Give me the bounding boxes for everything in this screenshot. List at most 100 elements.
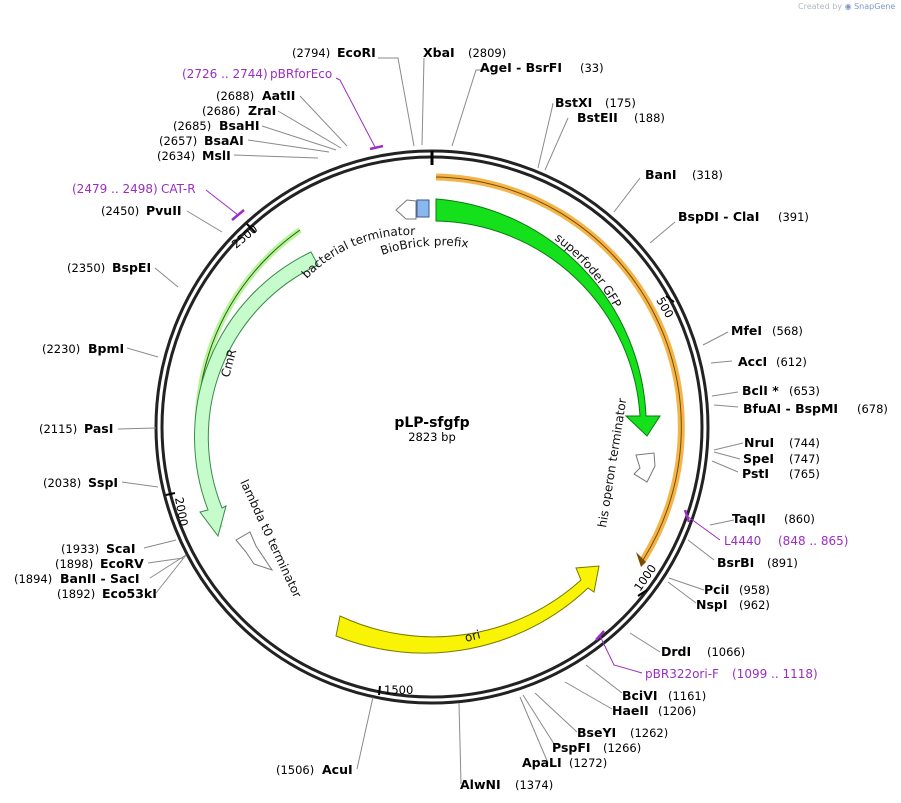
snapgene-watermark: Created by ◉ SnapGene — [798, 2, 895, 11]
tick-label-2000: 2000 — [172, 496, 191, 527]
enzyme-name: XbaI — [423, 45, 455, 60]
primer-labels: (2726 .. 2744) pBRforEco (2479 .. 2498) … — [72, 67, 848, 681]
enzyme-site[interactable]: BanI (318) — [645, 167, 723, 182]
enzyme-name: NspI — [696, 597, 728, 612]
enzyme-position: (1066) — [707, 645, 745, 659]
enzyme-name: BstXI — [555, 95, 592, 110]
enzyme-name: PstI — [742, 466, 769, 481]
enzyme-name: AatII — [262, 88, 295, 103]
enzyme-position: (1892) — [57, 587, 95, 601]
enzyme-position: (188) — [634, 111, 665, 125]
enzyme-site[interactable]: PstI (765) — [742, 466, 820, 481]
enzyme-site[interactable]: BfuAI - BspMI (678) — [743, 401, 888, 416]
enzyme-name: ZraI — [248, 103, 276, 118]
enzyme-position: (1374) — [515, 778, 553, 792]
enzyme-site[interactable]: BsrBI (891) — [717, 555, 798, 570]
enzyme-site[interactable]: SpeI (747) — [743, 451, 820, 466]
enzyme-name: BanI — [645, 167, 677, 182]
enzyme-position: (1262) — [630, 726, 668, 740]
enzyme-site[interactable]: AgeI - BsrFI (33) — [480, 60, 604, 75]
enzyme-site[interactable]: (2794) EcoRI — [292, 45, 376, 60]
enzyme-site[interactable]: BclI * (653) — [742, 383, 820, 398]
enzyme-name: MfeI — [731, 323, 762, 338]
enzyme-position: (860) — [784, 512, 815, 526]
enzyme-name: AgeI - BsrFI — [480, 60, 562, 75]
enzyme-position: (391) — [778, 210, 809, 224]
enzyme-site[interactable]: DrdI (1066) — [661, 644, 745, 659]
enzyme-site[interactable]: NruI (744) — [744, 435, 820, 450]
enzyme-site[interactable]: (2686) ZraI — [202, 103, 276, 118]
enzyme-site[interactable]: (1506) AcuI — [276, 762, 353, 777]
enzyme-site[interactable]: BseYI (1262) — [577, 725, 668, 740]
enzyme-position: (958) — [739, 583, 770, 597]
enzyme-site[interactable]: MfeI (568) — [731, 323, 803, 338]
enzyme-name: Eco53kI — [102, 586, 157, 601]
enzyme-position: (1894) — [14, 572, 52, 586]
enzyme-site[interactable]: (2350) BspEI — [67, 260, 151, 275]
enzyme-site[interactable]: (2657) BsaAI — [159, 133, 244, 148]
enzyme-name: AccI — [738, 354, 767, 369]
enzyme-site[interactable]: (2688) AatII — [216, 88, 295, 103]
primer-site[interactable]: (2726 .. 2744) pBRforEco — [182, 67, 332, 81]
enzyme-position: (2657) — [159, 134, 197, 148]
enzyme-site[interactable]: HaeII (1206) — [612, 703, 696, 718]
tick-label-1500: 1500 — [384, 683, 413, 697]
enzyme-site[interactable]: BstXI (175) — [555, 95, 636, 110]
enzyme-position: (2450) — [101, 204, 139, 218]
enzyme-name: PasI — [84, 421, 113, 436]
enzyme-position: (678) — [857, 402, 888, 416]
enzyme-site[interactable]: (2634) MslI — [157, 148, 231, 163]
enzyme-name: BstEII — [577, 110, 618, 125]
primer-site[interactable]: pBR322ori-F (1099 .. 1118) — [645, 667, 818, 681]
primer-name: L4440 — [724, 534, 761, 548]
enzyme-site[interactable]: (2038) SspI — [43, 475, 118, 490]
leader-lines — [117, 57, 744, 785]
enzyme-name: BseYI — [577, 725, 616, 740]
enzyme-position: (1898) — [55, 557, 93, 571]
enzyme-site[interactable]: PciI (958) — [704, 582, 770, 597]
enzyme-position: (1266) — [603, 741, 641, 755]
enzyme-site[interactable]: (2450) PvuII — [101, 203, 182, 218]
enzyme-site[interactable]: (1898) EcoRV — [55, 556, 144, 571]
enzyme-site[interactable]: (1933) ScaI — [61, 541, 136, 556]
feature-label-superfoder-gfp: superfoder GFP — [552, 231, 624, 311]
enzyme-name: HaeII — [612, 703, 649, 718]
enzyme-position: (962) — [739, 598, 770, 612]
enzyme-site[interactable]: BciVI (1161) — [622, 688, 706, 703]
plasmid-size: 2823 bp — [408, 430, 456, 444]
enzyme-site[interactable]: (2230) BpmI — [42, 341, 124, 356]
enzyme-position: (2794) — [292, 46, 330, 60]
enzyme-site[interactable]: AccI (612) — [738, 354, 807, 369]
enzyme-site[interactable]: (2115) PasI — [39, 421, 113, 436]
primer-site[interactable]: L4440 (848 .. 865) — [724, 534, 848, 548]
enzyme-position: (891) — [767, 556, 798, 570]
enzyme-site[interactable]: TaqII (860) — [732, 511, 815, 526]
enzyme-site[interactable]: (1892) Eco53kI — [57, 586, 157, 601]
enzyme-name: BsrBI — [717, 555, 754, 570]
enzyme-site[interactable]: ApaLI (1272) — [522, 755, 607, 770]
enzyme-site[interactable]: BstEII (188) — [577, 110, 665, 125]
enzyme-position: (1161) — [668, 689, 706, 703]
enzyme-site[interactable]: XbaI (2809) — [423, 45, 506, 60]
enzyme-name: BspDI - ClaI — [678, 209, 759, 224]
orange-region-arrowhead — [636, 552, 646, 567]
enzyme-site[interactable]: NspI (962) — [696, 597, 770, 612]
enzyme-site[interactable]: (2685) BsaHI — [173, 118, 260, 133]
primer-site[interactable]: (2479 .. 2498) CAT-R — [72, 182, 196, 196]
enzyme-name: BpmI — [88, 341, 124, 356]
enzyme-site[interactable]: (1894) BanII - SacI — [14, 571, 140, 586]
enzyme-position: (2350) — [67, 261, 105, 275]
enzyme-name: BfuAI - BspMI — [743, 401, 838, 416]
enzyme-name: BspEI — [112, 260, 151, 275]
feature-lambda-t0-terminator[interactable]: lambda t0 terminator — [235, 477, 304, 600]
enzyme-site[interactable]: PspFI (1266) — [552, 740, 641, 755]
feature-label-ori: ori — [463, 627, 482, 645]
enzyme-position: (747) — [789, 452, 820, 466]
scale-ticks — [165, 223, 675, 696]
enzyme-name: PspFI — [552, 740, 591, 755]
enzyme-site[interactable]: AlwNI (1374) — [460, 777, 553, 792]
feature-ori[interactable]: ori — [335, 565, 600, 654]
enzyme-position: (1206) — [658, 704, 696, 718]
enzyme-site[interactable]: BspDI - ClaI (391) — [678, 209, 809, 224]
